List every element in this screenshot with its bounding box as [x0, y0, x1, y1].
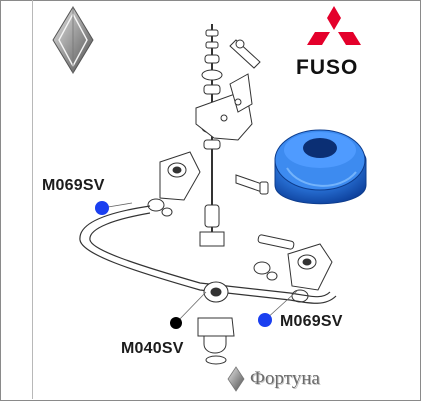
callout-marker-3 [170, 291, 207, 329]
callout-marker-1 [95, 201, 133, 215]
rubber-bushing-icon [274, 129, 367, 205]
callout-marker-2 [258, 289, 299, 327]
callout-label-2: M069SV [280, 313, 343, 330]
right-bracket [253, 234, 333, 303]
left-margin-divider [32, 0, 33, 399]
vertical-link-assembly [199, 24, 225, 247]
watermark-text: Фортуна [250, 368, 320, 389]
diamond-logo-icon [52, 6, 94, 74]
watermark-diamond-icon [227, 366, 245, 392]
callout-label-1: M069SV [42, 177, 105, 194]
lower-bushing-assembly [197, 281, 235, 365]
stabilizer-bar [79, 205, 337, 304]
upper-bracket [195, 39, 261, 141]
mitsubishi-three-diamond-icon [307, 6, 361, 45]
manufacturer-name: FUSO [296, 56, 359, 79]
bolt [235, 174, 269, 195]
callout-label-3: M040SV [121, 340, 184, 357]
left-bracket [147, 151, 201, 217]
